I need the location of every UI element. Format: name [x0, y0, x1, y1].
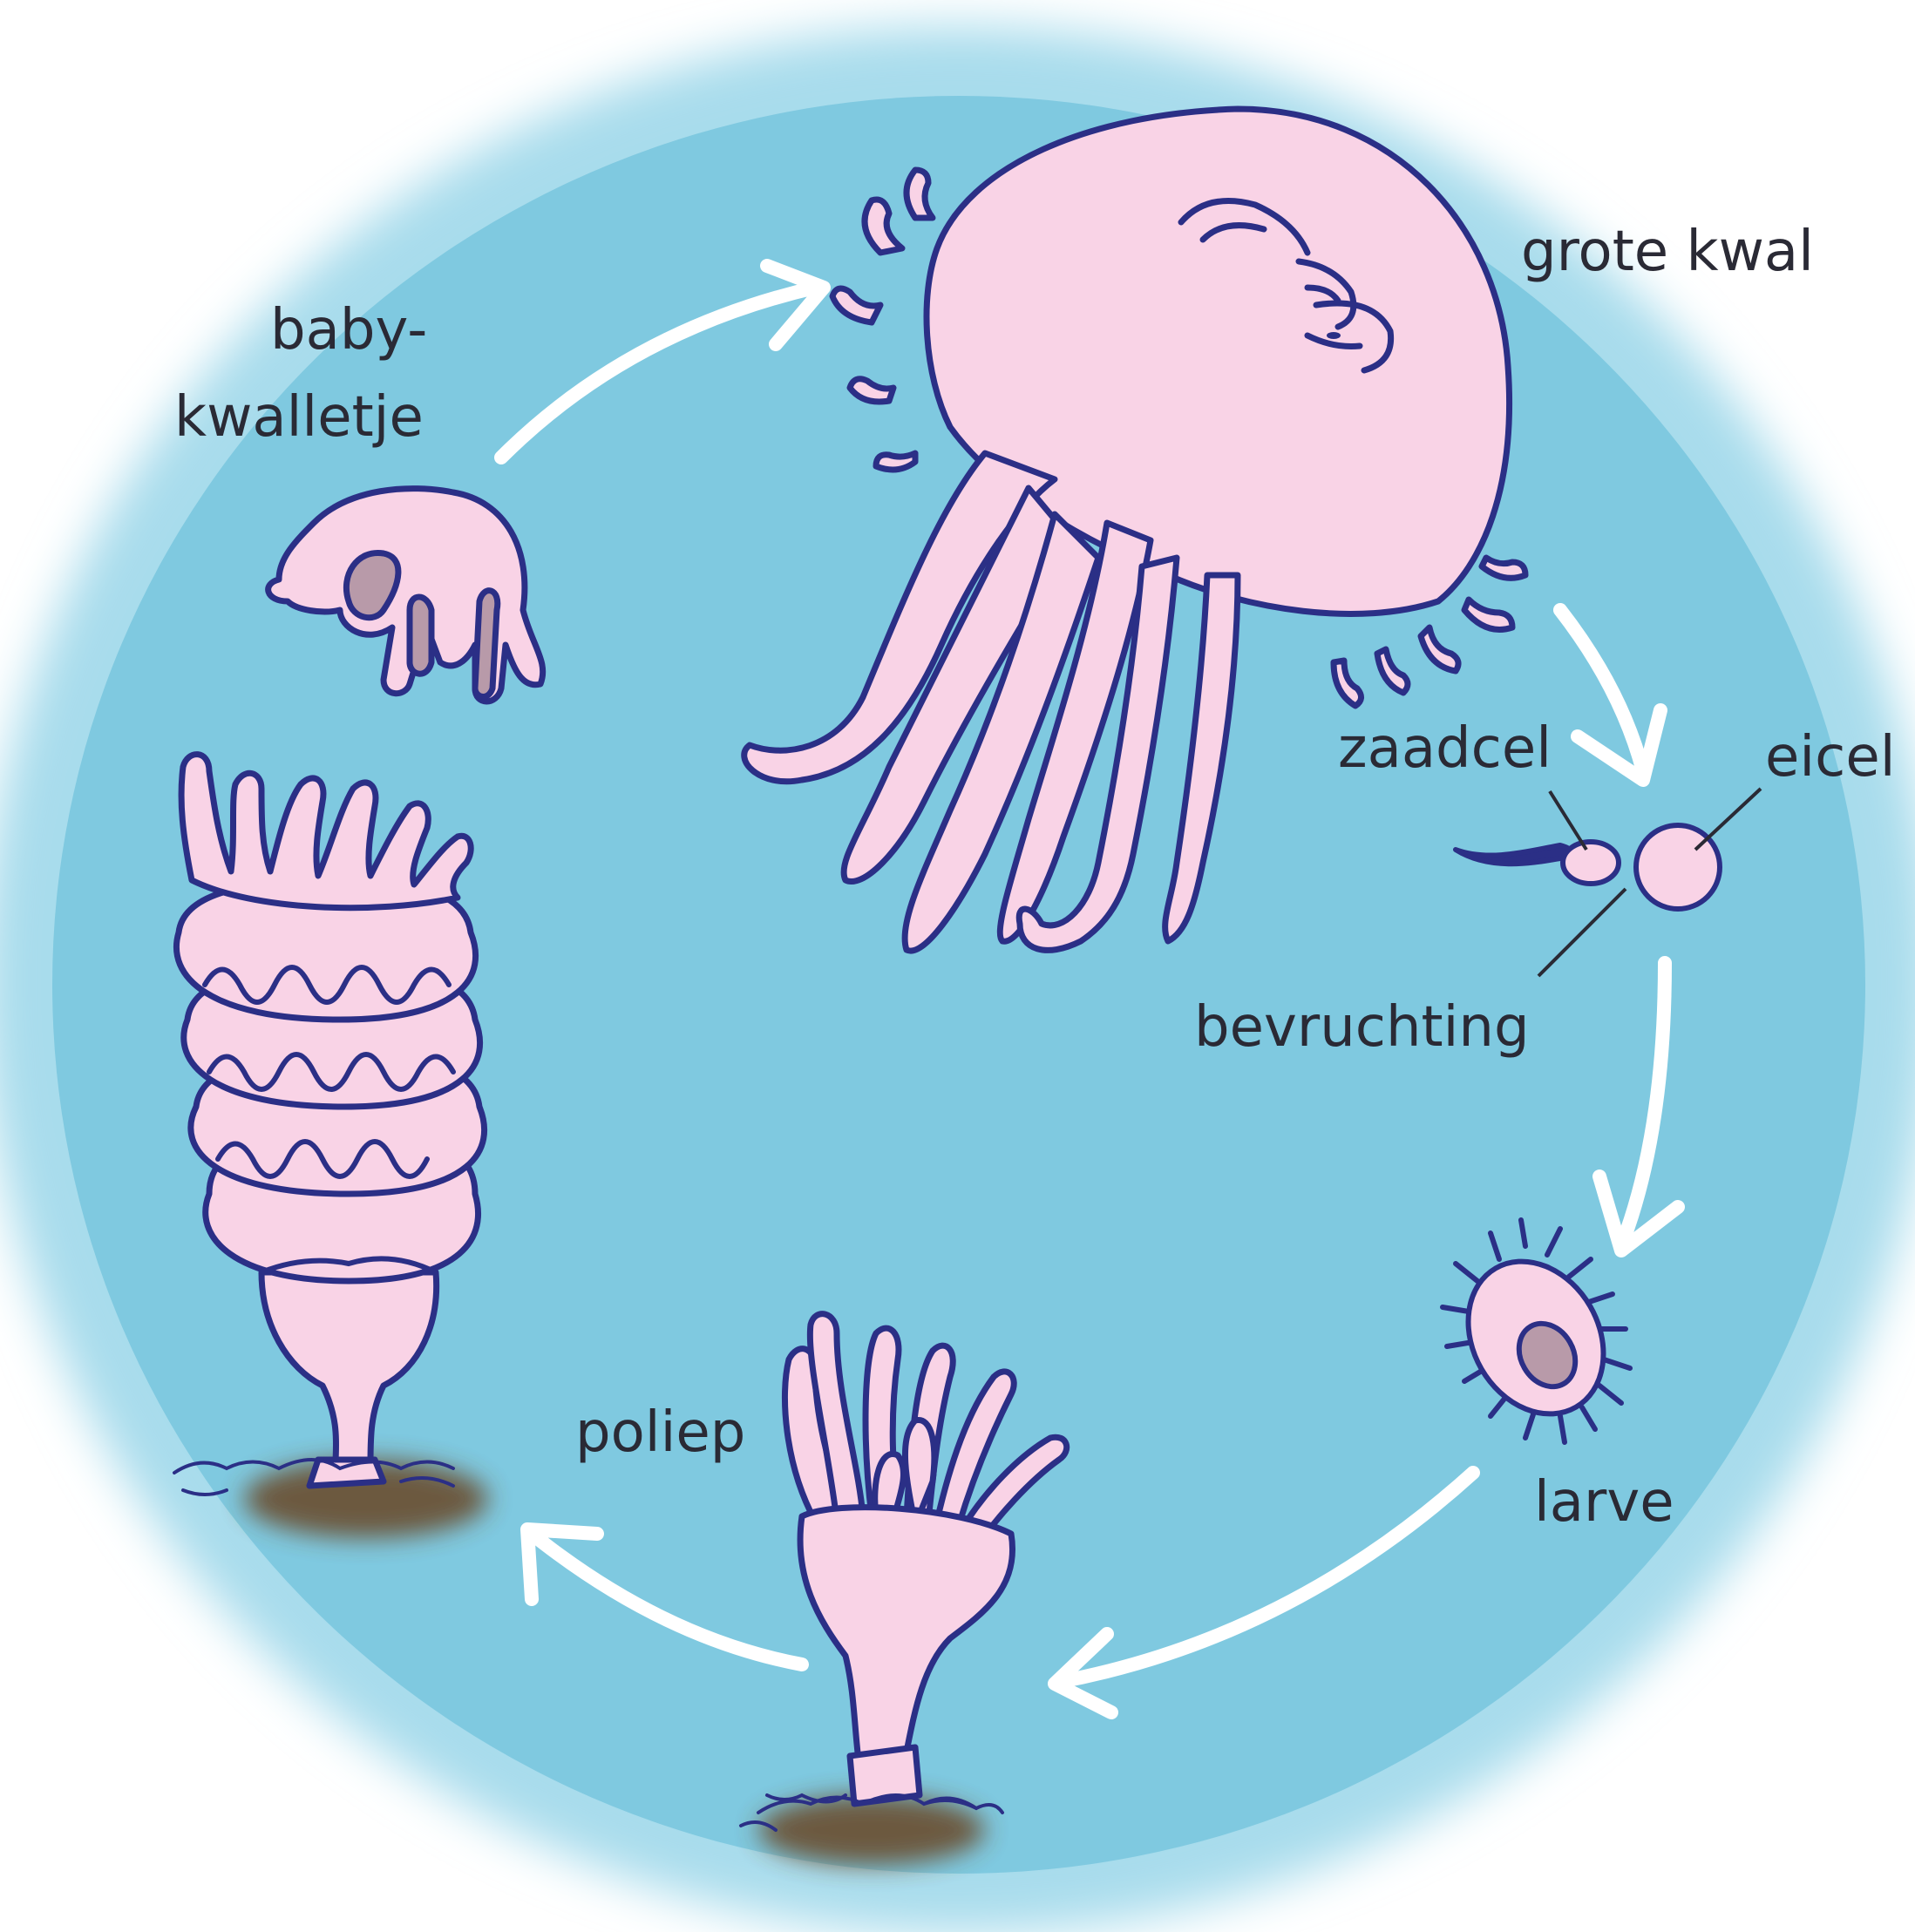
label-grote-kwal: grote kwal: [1521, 220, 1814, 284]
label-poliep: poliep: [575, 1400, 745, 1465]
label-baby-line1: baby-: [270, 298, 427, 363]
label-zaadcel: zaadcel: [1338, 716, 1552, 781]
label-bevruchting: bevruchting: [1194, 995, 1530, 1060]
label-baby-line2: kwalletje: [174, 385, 424, 450]
label-eicel: eicel: [1765, 725, 1896, 790]
label-larve: larve: [1534, 1470, 1674, 1535]
